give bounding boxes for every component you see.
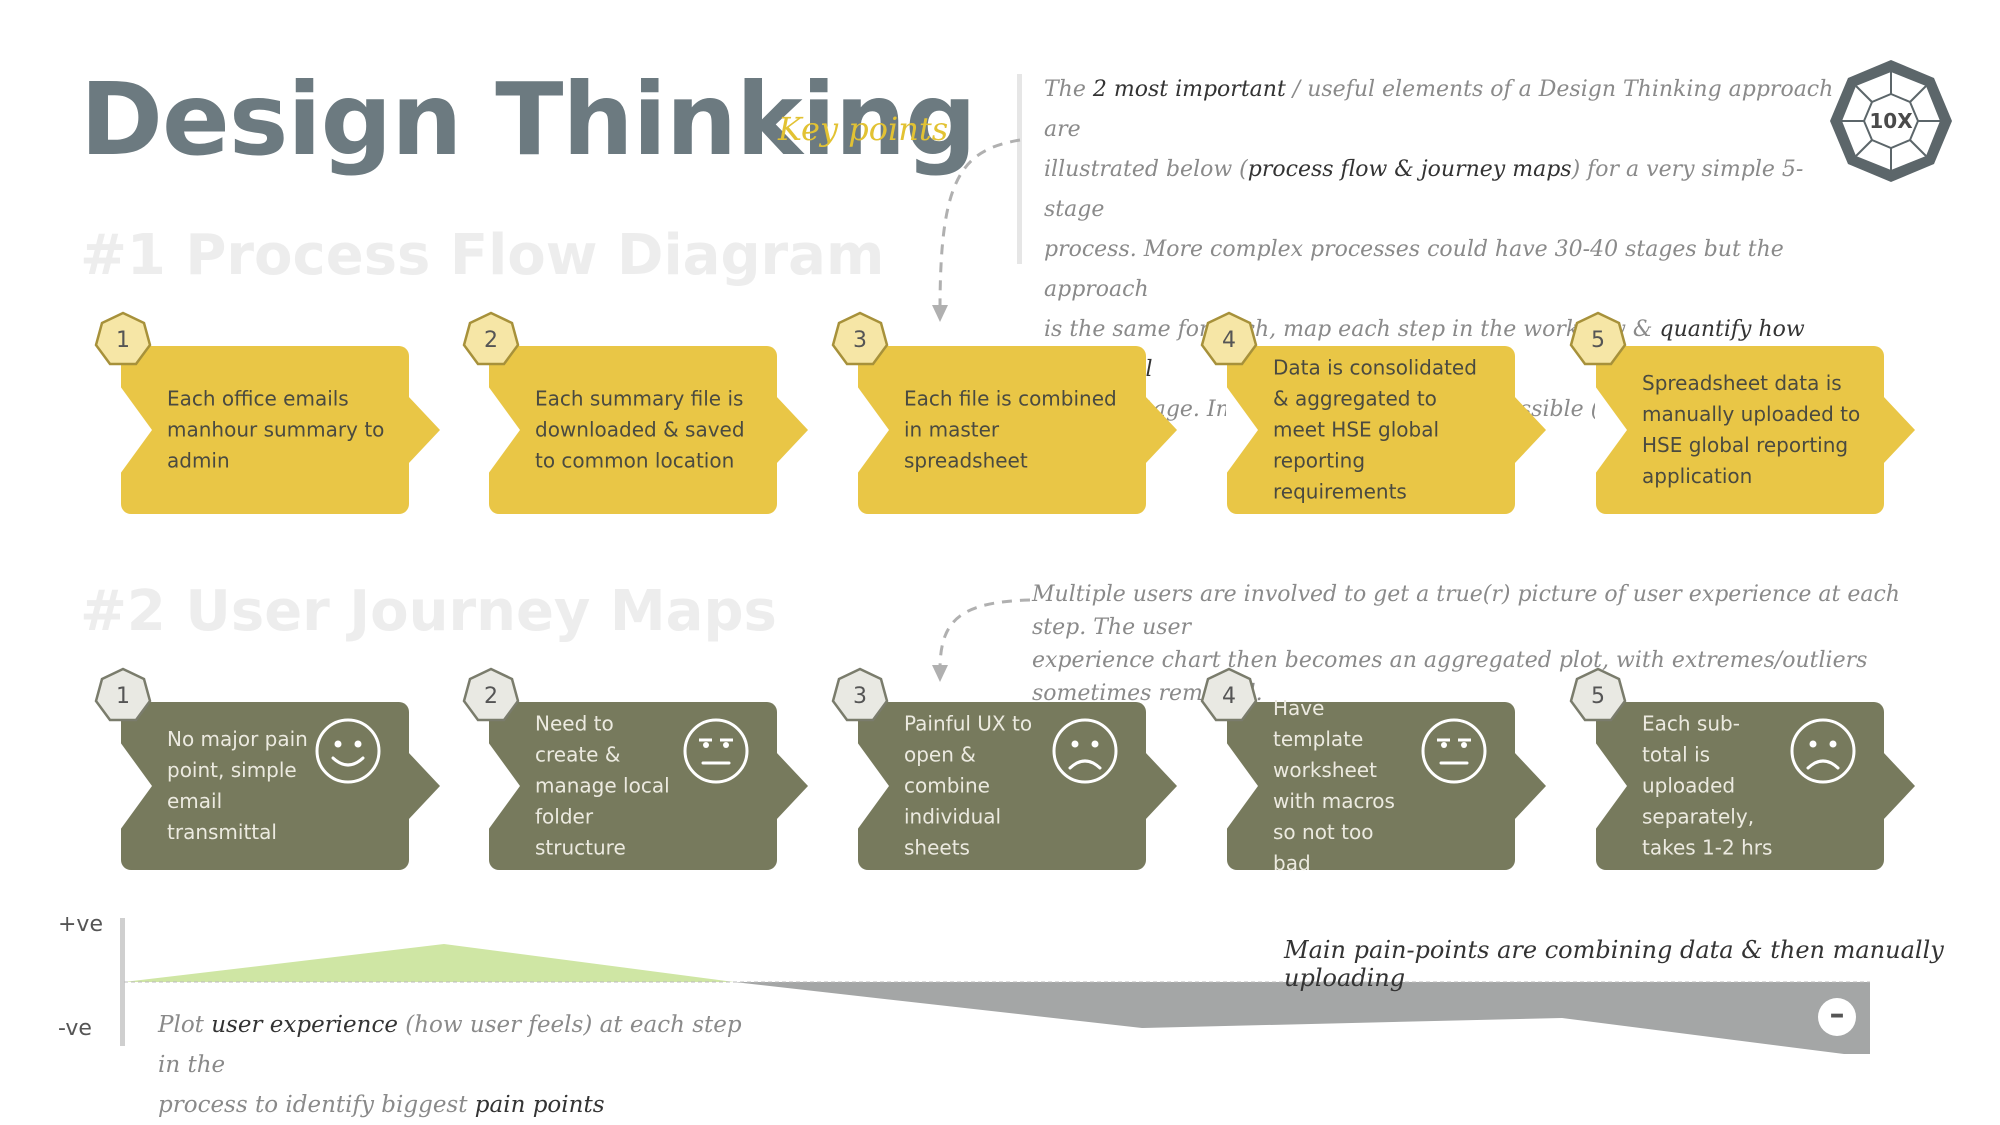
step-number: 3 — [853, 328, 867, 353]
step-number: 2 — [484, 328, 498, 353]
step-number: 4 — [1222, 684, 1236, 709]
step-number: 3 — [853, 684, 867, 709]
positive-label: +ve — [58, 912, 103, 937]
frown-face-icon — [1050, 716, 1120, 786]
note-divider — [1017, 74, 1022, 264]
step-notch — [1226, 742, 1258, 830]
negative-label: -ve — [58, 1016, 92, 1041]
step-number-badge: 2 — [461, 666, 521, 726]
user-experience-chart — [124, 944, 1870, 1054]
step-number: 2 — [484, 684, 498, 709]
step-notch — [488, 386, 520, 474]
journey-map-heading: #2 User Journey Maps — [80, 579, 777, 644]
plot-note: Plot user experience (how user feels) at… — [158, 1012, 742, 1118]
step-arrow-point — [776, 396, 808, 464]
journey-step-3: Painful UX to open & combine individual … — [857, 702, 1177, 870]
step-number-badge: 4 — [1199, 666, 1259, 726]
step-text: No major pain point, simple email transm… — [167, 727, 308, 844]
minus-icon: – — [1818, 998, 1856, 1036]
10x-label: 10X — [1869, 109, 1913, 133]
process-step-3: Each file is combined in master spreadsh… — [857, 346, 1177, 514]
journey-step-1: No major pain point, simple email transm… — [120, 702, 440, 870]
journey-step-2: Need to create & manage local folder str… — [488, 702, 808, 870]
journey-note: Multiple users are involved to get a tru… — [1032, 582, 1900, 706]
step-text: Each sub-total is uploaded separately, t… — [1642, 711, 1773, 860]
step-notch — [1595, 742, 1627, 830]
step-number-badge: 3 — [830, 310, 890, 370]
step-arrow-point — [776, 752, 808, 820]
chart-axis — [120, 918, 125, 1046]
step-notch — [488, 742, 520, 830]
step-text: Spreadsheet data is manually uploaded to… — [1642, 371, 1861, 488]
step-arrow-point — [1514, 752, 1546, 820]
page-title: Design Thinking — [80, 61, 977, 178]
process-step-1: Each office emails manhour summary to ad… — [120, 346, 440, 514]
journey-step-4: Have template worksheet with macros so n… — [1226, 696, 1546, 875]
step-number-badge: 4 — [1199, 310, 1259, 370]
step-number-badge: 3 — [830, 666, 890, 726]
step-text: Have template worksheet with macros so n… — [1273, 696, 1395, 875]
step-text: Each summary file is downloaded & saved … — [535, 386, 745, 473]
step-arrow-point — [408, 396, 440, 464]
step-arrow-point — [1145, 752, 1177, 820]
step-text: Painful UX to open & combine individual … — [904, 711, 1033, 860]
10x-octagon-badge: 10X — [1830, 60, 1952, 182]
step-notch — [1595, 386, 1627, 474]
step-number-badge: 5 — [1568, 666, 1628, 726]
step-number-badge: 5 — [1568, 310, 1628, 370]
step-notch — [120, 742, 152, 830]
step-number: 5 — [1591, 684, 1605, 709]
journey-step-5: Each sub-total is uploaded separately, t… — [1595, 702, 1915, 870]
smile-face-icon — [313, 716, 383, 786]
step-arrow-point — [1514, 396, 1546, 464]
step-notch — [1226, 386, 1258, 474]
neutral-face-icon — [681, 716, 751, 786]
step-text: Data is consolidated & aggregated to mee… — [1273, 355, 1477, 504]
step-text: Need to create & manage local folder str… — [535, 711, 670, 860]
step-notch — [120, 386, 152, 474]
step-text: Each office emails manhour summary to ad… — [167, 386, 385, 473]
step-arrow-point — [1145, 396, 1177, 464]
positive-experience-area — [124, 944, 734, 982]
step-number-badge: 1 — [93, 666, 153, 726]
step-number: 4 — [1222, 328, 1236, 353]
process-step-2: Each summary file is downloaded & saved … — [488, 346, 808, 514]
step-number: 5 — [1591, 328, 1605, 353]
process-step-4: Data is consolidated & aggregated to mee… — [1226, 346, 1546, 514]
frown-face-icon — [1788, 716, 1858, 786]
process-step-5: Spreadsheet data is manually uploaded to… — [1595, 346, 1915, 514]
step-number-badge: 2 — [461, 310, 521, 370]
step-number: 1 — [116, 684, 130, 709]
pain-points-note: Main pain-points are combining data & th… — [1284, 936, 1944, 992]
step-number: 1 — [116, 328, 130, 353]
step-arrow-point — [1883, 396, 1915, 464]
step-arrow-point — [408, 752, 440, 820]
step-text: Each file is combined in master spreadsh… — [904, 386, 1117, 473]
process-flow-heading: #1 Process Flow Diagram — [80, 223, 885, 288]
step-arrow-point — [1883, 752, 1915, 820]
negative-experience-area — [734, 982, 1870, 1054]
dashed-arrow-middle — [932, 598, 1031, 682]
step-notch — [857, 386, 889, 474]
step-notch — [857, 742, 889, 830]
step-number-badge: 1 — [93, 310, 153, 370]
neutral-face-icon — [1419, 716, 1489, 786]
key-points-label: Key points — [778, 110, 949, 148]
dashed-arrow-top — [932, 138, 1021, 322]
